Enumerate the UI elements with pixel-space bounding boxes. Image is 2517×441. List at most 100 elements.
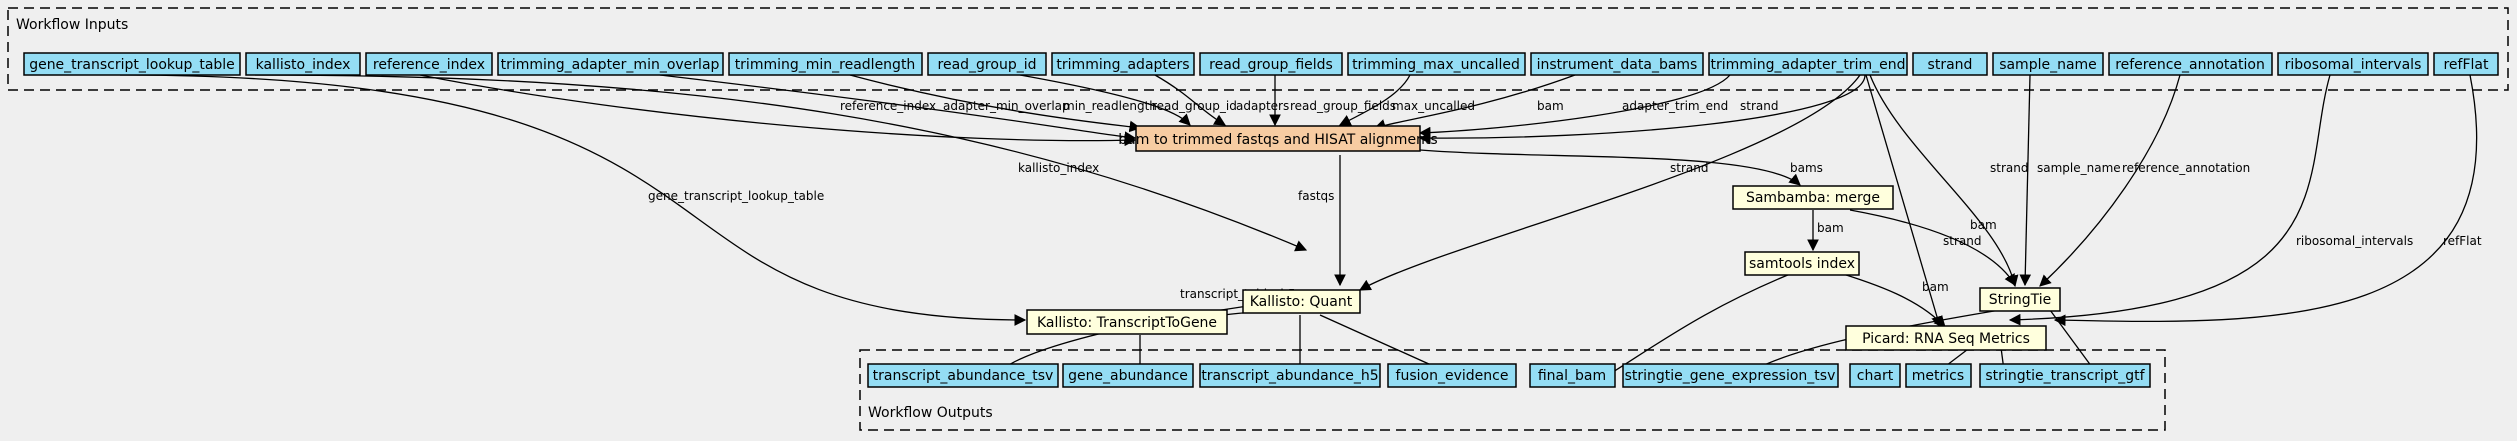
step-label: Kallisto: TranscriptToGene [1037, 315, 1217, 331]
input-kallisto-index[interactable]: kallisto_index [245, 52, 361, 76]
workflow-outputs-cluster [859, 349, 2166, 431]
step-samtools-index[interactable]: samtools index [1744, 251, 1860, 276]
output-label: stringtie_gene_expression_tsv [1625, 368, 1836, 384]
edge-label-merge-to-index: bam [1817, 221, 1844, 235]
input-label: read_group_id [938, 57, 1037, 73]
edge-label-strand-to-kallisto: strand [1670, 161, 1708, 175]
step-bam-to-trimmed-fastqs[interactable]: bam to trimmed fastqs and HISAT alignmen… [1118, 125, 1438, 152]
edge-adapter-min-overlap [659, 74, 1137, 143]
output-label: transcript_abundance_tsv [873, 368, 1054, 384]
output-gene-abundance[interactable]: gene_abundance [1062, 363, 1194, 388]
edge-max-uncalled [1338, 74, 1411, 126]
output-chart[interactable]: chart [1849, 363, 1901, 388]
output-label: gene_abundance [1068, 368, 1188, 384]
step-picard-rna-seq-metrics[interactable]: Picard: RNA Seq Metrics [1845, 325, 2047, 351]
input-label: trimming_max_uncalled [1352, 57, 1520, 73]
edge-strand-to-kallisto [1358, 74, 1861, 291]
edge-reference-index [419, 74, 1137, 147]
edge-label-adapter-trim-end: adapter_trim_end [1622, 99, 1728, 113]
output-label: final_bam [1538, 368, 1606, 384]
edge-label-strand-to-picard: strand [1943, 234, 1981, 248]
edge-label-strand-to-bam: strand [1740, 99, 1778, 113]
step-kallisto-quant[interactable]: Kallisto: Quant [1242, 289, 1361, 314]
input-label: reference_index [373, 57, 485, 73]
step-label: StringTie [1989, 292, 2051, 308]
edge-label-bam: bam [1537, 99, 1564, 113]
input-sample-name[interactable]: sample_name [1992, 52, 2104, 76]
input-gene-transcript-lookup-table[interactable]: gene_transcript_lookup_table [23, 52, 241, 76]
edge-refflat [2053, 74, 2478, 327]
input-label: ribosomal_intervals [2285, 57, 2422, 73]
input-refflat[interactable]: refFlat [2433, 52, 2499, 76]
edge-index-to-final-bam [1598, 269, 1801, 381]
step-label: samtools index [1749, 256, 1855, 272]
workflow-inputs-title: Workflow Inputs [16, 17, 128, 33]
step-label: Kallisto: Quant [1250, 294, 1353, 310]
input-trimming-adapter-min-overlap[interactable]: trimming_adapter_min_overlap [497, 52, 724, 76]
input-label: trimming_adapter_min_overlap [501, 57, 720, 73]
edge-reference-annotation [2039, 74, 2181, 287]
edge-index-to-picard [1829, 269, 1946, 328]
edge-min-readlength [849, 74, 1142, 133]
edge-label-max-uncalled: max_uncalled [1392, 99, 1475, 113]
edge-label-adapters: adapters [1236, 99, 1289, 113]
input-trimming-max-uncalled[interactable]: trimming_max_uncalled [1347, 52, 1526, 76]
edge-label-fastqs: fastqs [1298, 189, 1334, 203]
output-final-bam[interactable]: final_bam [1529, 363, 1616, 388]
input-instrument-data-bams[interactable]: instrument_data_bams [1530, 52, 1704, 76]
input-trimming-min-readlength[interactable]: trimming_min_readlength [728, 52, 923, 76]
input-read-group-fields[interactable]: read_group_fields [1199, 52, 1343, 76]
edge-label-refflat: refFlat [2443, 234, 2482, 248]
output-fusion-evidence[interactable]: fusion_evidence [1387, 363, 1517, 388]
edge-adapters [1154, 74, 1227, 126]
output-label: stringtie_transcript_gtf [1985, 368, 2145, 384]
edge-kallisto-index [254, 74, 1308, 252]
input-nodes: gene_transcript_lookup_table kallisto_in… [23, 52, 2499, 76]
edge-label-read-group-fields: read_group_fields [1290, 99, 1396, 113]
output-stringtie-transcript-gtf[interactable]: stringtie_transcript_gtf [1979, 363, 2151, 388]
step-stringtie[interactable]: StringTie [1979, 287, 2061, 312]
output-label: fusion_evidence [1396, 368, 1509, 384]
edge-read-group-id [1019, 74, 1191, 126]
output-nodes: transcript_abundance_tsv gene_abundance … [867, 363, 2151, 388]
output-label: metrics [1912, 368, 1964, 384]
input-reference-index[interactable]: reference_index [365, 52, 493, 76]
input-reference-annotation[interactable]: reference_annotation [2108, 52, 2273, 76]
edge-gene-transcript-lookup-table [119, 74, 1027, 326]
input-label: refFlat [2443, 57, 2489, 73]
input-label: trimming_min_readlength [735, 57, 916, 73]
input-read-group-id[interactable]: read_group_id [927, 52, 1047, 76]
step-sambamba-merge[interactable]: Sambamba: merge [1732, 185, 1894, 210]
output-transcript-abundance-tsv[interactable]: transcript_abundance_tsv [867, 363, 1059, 388]
edge-label-reference-annotation: reference_annotation [2122, 161, 2250, 175]
edge-label-read-group-id: read_group_id [1152, 99, 1237, 113]
input-label: strand [1928, 57, 1973, 73]
output-label: chart [1857, 368, 1894, 384]
edge-strand-to-stringtie [1869, 74, 2019, 288]
edge-ribosomal-intervals [2008, 74, 2331, 326]
edges [119, 74, 2478, 381]
edge-label-reference-index: reference_index [840, 99, 936, 113]
edge-label-adapter-min-overlap: adapter_min_overlap [943, 99, 1070, 113]
input-trimming-adapters[interactable]: trimming_adapters [1051, 52, 1195, 76]
input-label: gene_transcript_lookup_table [29, 57, 235, 73]
input-ribosomal-intervals[interactable]: ribosomal_intervals [2277, 52, 2429, 76]
workflow-inputs-cluster [7, 7, 2509, 91]
input-label: read_group_fields [1209, 57, 1333, 73]
edge-label-kallisto-index: kallisto_index [1018, 161, 1099, 175]
edge-strand-to-picard [1865, 74, 1943, 329]
output-stringtie-gene-expression-tsv[interactable]: stringtie_gene_expression_tsv [1622, 363, 1839, 388]
step-kallisto-transcripttogene[interactable]: Kallisto: TranscriptToGene [1026, 309, 1228, 335]
step-label: Sambamba: merge [1746, 190, 1880, 206]
edge-labels: gene_transcript_lookup_table kallisto_in… [648, 99, 2482, 301]
edge-bams [1419, 149, 1801, 186]
edge-strand-to-bam [1418, 74, 1866, 144]
output-metrics[interactable]: metrics [1905, 363, 1972, 388]
input-trimming-adapter-trim-end[interactable]: trimming_adapter_trim_end [1708, 52, 1908, 76]
input-strand[interactable]: strand [1912, 52, 1988, 76]
input-label: reference_annotation [2115, 57, 2265, 73]
output-transcript-abundance-h5[interactable]: transcript_abundance_h5 [1199, 363, 1381, 388]
input-label: trimming_adapters [1056, 57, 1189, 73]
edge-label-strand-to-stringtie: strand [1990, 161, 2028, 175]
